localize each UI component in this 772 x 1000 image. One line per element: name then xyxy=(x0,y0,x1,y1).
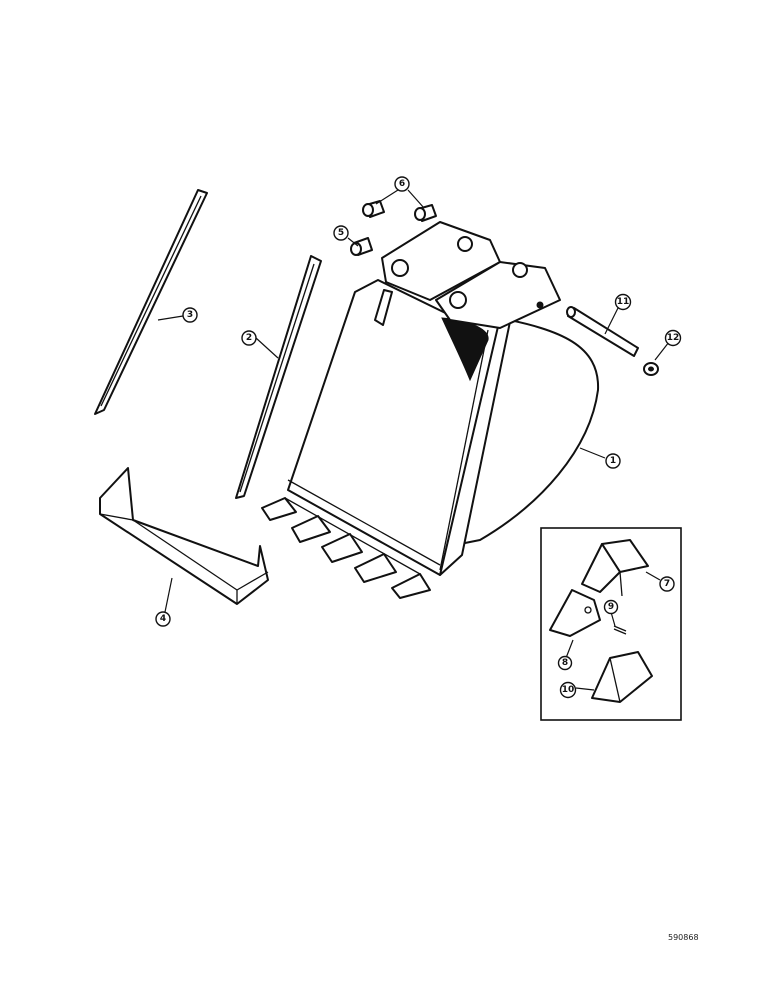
callout-9: 9 xyxy=(603,599,619,615)
callout-label: 7 xyxy=(664,579,670,589)
callout-12: 12 xyxy=(664,329,682,347)
callout-label: 10 xyxy=(562,685,575,695)
callout-label: 2 xyxy=(246,333,252,343)
bucket xyxy=(261,221,600,599)
side-cutter-long xyxy=(94,189,208,415)
callout-label: 11 xyxy=(617,297,630,307)
callout-11: 11 xyxy=(614,293,632,311)
drawing-code: 590868 xyxy=(668,933,699,942)
bushing xyxy=(350,237,373,256)
callout-5: 5 xyxy=(333,225,349,241)
bushings xyxy=(362,200,437,222)
callout-label: 4 xyxy=(160,614,166,624)
callout-8: 8 xyxy=(557,655,573,671)
wear-plate xyxy=(99,467,269,605)
side-cutter xyxy=(235,255,322,499)
callout-label: 9 xyxy=(608,602,614,612)
callout-label: 8 xyxy=(562,658,568,668)
callout-1: 1 xyxy=(605,453,621,469)
callout-3: 3 xyxy=(182,307,198,323)
leader-lines xyxy=(157,189,670,691)
callout-label: 1 xyxy=(610,456,616,466)
tooth-detail-inset xyxy=(540,527,682,721)
washer xyxy=(643,362,659,376)
callout-label: 5 xyxy=(338,228,344,238)
callout-6: 6 xyxy=(394,176,410,192)
callout-4: 4 xyxy=(155,611,171,627)
callout-label: 3 xyxy=(187,310,193,320)
callout-7: 7 xyxy=(659,576,675,592)
callout-10: 10 xyxy=(559,681,577,699)
callout-label: 6 xyxy=(399,179,405,189)
callout-label: 12 xyxy=(667,333,680,343)
pin xyxy=(566,306,639,357)
callout-2: 2 xyxy=(241,330,257,346)
